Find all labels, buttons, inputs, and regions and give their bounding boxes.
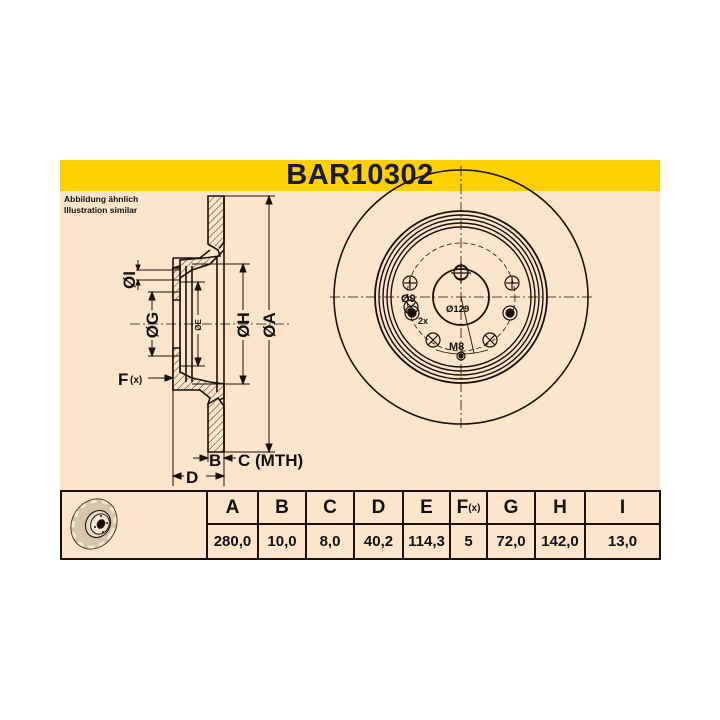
table-value-row: 280,0 10,0 8,0 40,2 114,3 5 72,0 142,0 1…	[61, 523, 661, 560]
brake-disc-icon	[70, 498, 118, 550]
header-f-sub: (x)	[468, 502, 481, 514]
label-dia-g: ØG	[143, 312, 162, 338]
title-banner: BAR10302	[60, 160, 660, 191]
section-labels: ØI ØG ØE ØH ØA F (x) B C (MTH) D	[118, 271, 303, 487]
value-a: 280,0	[206, 523, 259, 560]
header-f: F(x)	[449, 490, 488, 525]
header-f-label: F	[456, 496, 469, 518]
label-f-sub: (x)	[130, 375, 142, 386]
header-i: I	[584, 490, 661, 525]
part-number-title: BAR10302	[286, 159, 434, 191]
header-a: A	[206, 490, 259, 525]
value-e: 114,3	[402, 523, 451, 560]
header-h: H	[534, 490, 586, 525]
bolt-holes	[402, 264, 520, 361]
header-g: G	[486, 490, 536, 525]
thumbnail-cell	[60, 490, 208, 560]
label-f: F	[118, 370, 128, 389]
label-center-bore: Ø129	[446, 304, 469, 315]
label-b: B	[209, 451, 221, 470]
note-german: Abbildung ähnlich	[64, 194, 139, 204]
value-g: 72,0	[486, 523, 536, 560]
label-dia-i: ØI	[120, 271, 139, 289]
header-b: B	[257, 490, 307, 525]
value-c: 8,0	[305, 523, 355, 560]
value-h: 142,0	[534, 523, 586, 560]
label-dia-e: ØE	[194, 319, 203, 331]
technical-drawing: ØI ØG ØE ØH ØA F (x) B C (MTH) D	[118, 166, 592, 487]
label-hole-dia: Ø9	[401, 293, 416, 305]
front-view	[330, 166, 592, 428]
datasheet: BAR10302 Abbildung ähnlich Illustration …	[60, 160, 661, 560]
front-labels: Ø129 Ø9 2x M8	[401, 293, 469, 353]
value-i: 13,0	[584, 523, 661, 560]
label-d: D	[186, 468, 198, 487]
header-e: E	[402, 490, 451, 525]
dimensions-table: A B C D E F(x) G H I 280,0 10,0 8,0 40,2…	[60, 490, 661, 560]
illustration-note: Abbildung ähnlich Illustration similar	[64, 194, 138, 216]
value-f: 5	[449, 523, 488, 560]
section-view	[130, 195, 290, 453]
dimension-lines	[135, 194, 275, 486]
note-english: Illustration similar	[64, 205, 138, 215]
value-d: 40,2	[353, 523, 404, 560]
label-c: C (MTH)	[238, 451, 303, 470]
table-header-row: A B C D E F(x) G H I	[60, 490, 661, 560]
header-c: C	[305, 490, 355, 525]
label-hole-count: 2x	[418, 316, 428, 326]
value-b: 10,0	[257, 523, 307, 560]
label-thread: M8	[449, 341, 464, 353]
label-dia-a: ØA	[260, 312, 279, 338]
header-d: D	[353, 490, 404, 525]
label-dia-h: ØH	[234, 312, 253, 338]
